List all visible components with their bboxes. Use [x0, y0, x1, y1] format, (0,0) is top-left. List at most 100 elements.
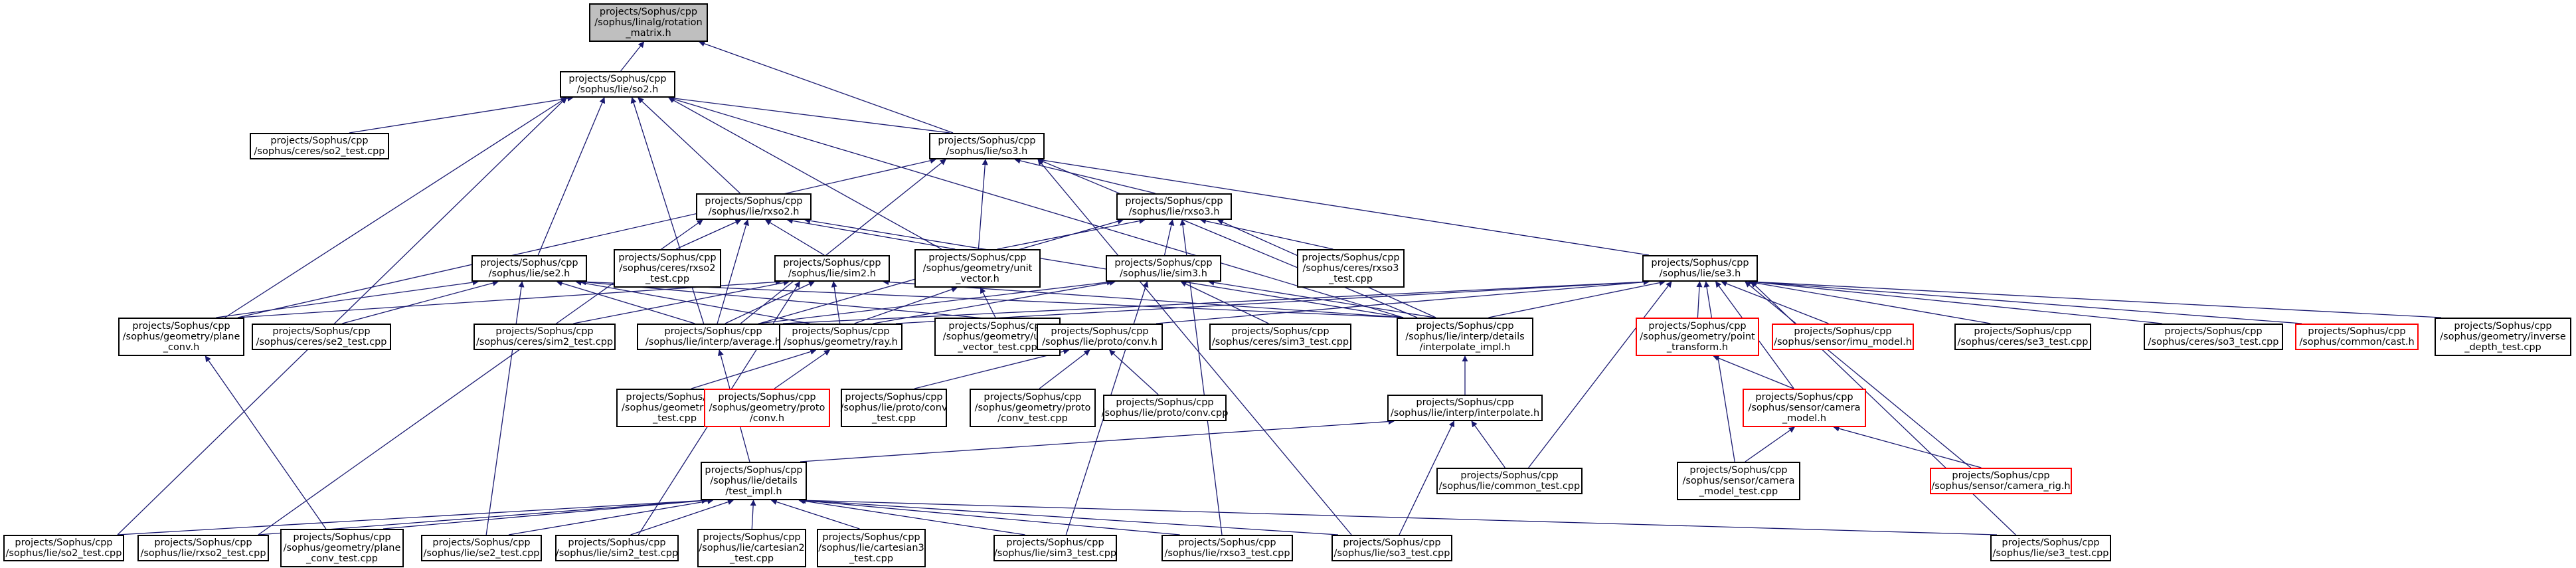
edge-rotation_matrix-to-so3_h [699, 41, 954, 134]
node-lie-so3-test-cpp[interactable]: projects/Sophus/cpp/sophus/lie/so3_test.… [1331, 535, 1452, 561]
edge-se3_h-to-point_transform_h [1696, 281, 1703, 318]
node-interp-interpolate-h[interactable]: projects/Sophus/cpp/sophus/lie/interp/in… [1387, 395, 1543, 421]
node-geometry-plane-conv-test-cpp[interactable]: projects/Sophus/cpp/sophus/geometry/plan… [280, 529, 404, 567]
node-ceres-rxso2-test-cpp[interactable]: projects/Sophus/cpp/sophus/ceres/rxso2_t… [614, 249, 721, 288]
node-label-line: /sophus/lie/so2_test.cpp [5, 548, 122, 559]
node-label-line: /sophus/lie/so2.h [576, 84, 659, 95]
edge-ray_h-to-geometry_proto_conv_h [774, 349, 831, 389]
node-so2-h[interactable]: projects/Sophus/cpp/sophus/lie/so2.h [560, 71, 675, 98]
node-label-line: /sophus/lie/proto/conv.cpp [1101, 408, 1229, 419]
node-lie-details-test-impl-h[interactable]: projects/Sophus/cpp/sophus/lie/details/t… [701, 462, 807, 500]
edge-interpolate_h-to-so3_test [1399, 421, 1455, 535]
node-so3-h[interactable]: projects/Sophus/cpp/sophus/lie/so3.h [929, 133, 1045, 159]
node-ceres-so3-test-cpp[interactable]: projects/Sophus/cpp/sophus/ceres/so3_tes… [2144, 324, 2283, 350]
node-label-line: _vector_test.cpp [958, 342, 1037, 353]
node-label-line: /sophus/geometry/point [1640, 331, 1755, 342]
node-lie-common-test-cpp[interactable]: projects/Sophus/cpp/sophus/lie/common_te… [1436, 468, 1583, 494]
node-lie-se2-test-cpp[interactable]: projects/Sophus/cpp/sophus/lie/se2_test.… [421, 535, 542, 561]
edge-rotation_matrix-to-so2_h [620, 41, 645, 72]
node-label-line: /sophus/ceres/se3_test.cpp [1957, 337, 2089, 347]
node-interp-average-h[interactable]: projects/Sophus/cpp/sophus/lie/interp/av… [637, 324, 790, 350]
node-lie-proto-conv-cpp[interactable]: projects/Sophus/cpp/sophus/lie/proto/con… [1101, 395, 1229, 421]
node-label-line: projects/Sophus/cpp [1231, 326, 1330, 337]
node-lie-proto-conv-h[interactable]: projects/Sophus/cpp/sophus/lie/proto/con… [1037, 324, 1163, 350]
node-geometry-inverse-depth-test-cpp[interactable]: projects/Sophus/cpp/sophus/geometry/inve… [2435, 318, 2571, 356]
node-lie-cartesian3-test-cpp[interactable]: projects/Sophus/cpp/sophus/lie/cartesian… [817, 529, 926, 567]
node-lie-so2-test-cpp[interactable]: projects/Sophus/cpp/sophus/lie/so2_test.… [3, 535, 124, 561]
edge-se3_h-to-inverse_depth_test [1751, 278, 2442, 318]
node-geometry-unit-vector-h[interactable]: projects/Sophus/cpp/sophus/geometry/unit… [914, 249, 1041, 288]
edge-so2_h-to-so2_test [117, 97, 567, 535]
node-sim2-h[interactable]: projects/Sophus/cpp/sophus/lie/sim2.h [774, 255, 890, 282]
edge-se3_h-to-ceres_so3_test [1751, 279, 2162, 324]
node-rxso3-h[interactable]: projects/Sophus/cpp/sophus/lie/rxso3.h [1116, 193, 1232, 220]
node-se2-h[interactable]: projects/Sophus/cpp/sophus/lie/se2.h [472, 255, 587, 282]
node-label-line: /sophus/ceres/rxso3 [1302, 263, 1399, 274]
node-label-line: projects/Sophus/cpp [948, 321, 1047, 331]
edge-test_impl_h-to-sim3_test [798, 498, 1025, 535]
node-label-line: /sophus/lie/sim2.h [788, 268, 876, 279]
node-label-line: /sophus/lie/sim3.h [1120, 268, 1207, 279]
node-label-line: projects/Sophus/cpp [2454, 321, 2552, 331]
node-ceres-sim3-test-cpp[interactable]: projects/Sophus/cpp/sophus/ceres/sim3_te… [1209, 324, 1351, 350]
node-label-line: /sophus/lie/common_test.cpp [1438, 481, 1581, 492]
node-ceres-rxso3-test-cpp[interactable]: projects/Sophus/cpp/sophus/ceres/rxso3_t… [1297, 249, 1405, 288]
node-label-line: projects/Sophus/cpp [568, 74, 667, 84]
node-label-line: /sophus/sensor/camera_rig.h [1931, 481, 2071, 492]
node-sensor-camera-model-test-cpp[interactable]: projects/Sophus/cpp/sophus/sensor/camera… [1677, 462, 1800, 500]
node-label-line: /sophus/lie/se2.h [488, 268, 570, 279]
node-label-line: /sophus/ceres/so2_test.cpp [254, 146, 385, 157]
node-rxso2-h[interactable]: projects/Sophus/cpp/sophus/lie/rxso2.h [696, 193, 812, 220]
node-label-line: projects/Sophus/cpp [2002, 537, 2100, 548]
node-ceres-se2-test-cpp[interactable]: projects/Sophus/cpp/sophus/ceres/se2_tes… [252, 324, 391, 350]
node-lie-rxso3-test-cpp[interactable]: projects/Sophus/cpp/sophus/lie/rxso3_tes… [1161, 535, 1293, 561]
edge-se2_h-to-plane_conv_h [216, 279, 479, 318]
node-interp-details-interpolate-impl-h[interactable]: projects/Sophus/cpp/sophus/lie/interp/de… [1397, 318, 1533, 356]
node-lie-proto-conv-test-cpp[interactable]: projects/Sophus/cpp/sophus/lie/proto/con… [841, 389, 948, 427]
node-label-line: projects/Sophus/cpp [599, 7, 698, 17]
edge-so3_h-to-rxso3_h [1014, 157, 1156, 194]
node-common-cast-h[interactable]: projects/Sophus/cpp/sophus/common/cast.h [2295, 324, 2419, 350]
node-lie-sim3-test-cpp[interactable]: projects/Sophus/cpp/sophus/lie/sim3_test… [993, 535, 1117, 561]
node-label-line: _test.cpp [645, 274, 690, 284]
node-label-line: /sophus/lie/details [710, 476, 798, 486]
node-ceres-se3-test-cpp[interactable]: projects/Sophus/cpp/sophus/ceres/se3_tes… [1954, 324, 2091, 350]
node-label-line: _test.cpp [849, 553, 894, 564]
node-geometry-proto-conv-test-cpp[interactable]: projects/Sophus/cpp/sophus/geometry/prot… [970, 389, 1096, 427]
node-label-line: projects/Sophus/cpp [154, 537, 252, 548]
node-geometry-proto-conv-h[interactable]: projects/Sophus/cpp/sophus/geometry/prot… [704, 389, 830, 427]
node-lie-cartesian2-test-cpp[interactable]: projects/Sophus/cpp/sophus/lie/cartesian… [697, 529, 806, 567]
edge-se3_h-to-camera_model_test [1703, 281, 1735, 462]
edge-so2_h-to-ceres_so2_test [349, 95, 574, 134]
node-geometry-ray-h[interactable]: projects/Sophus/cpp/sophus/geometry/ray.… [779, 324, 902, 350]
edge-se3_h-to-imu_model_h [1721, 280, 1829, 324]
node-lie-se3-test-cpp[interactable]: projects/Sophus/cpp/sophus/lie/se3_test.… [1990, 535, 2111, 561]
node-label-line: projects/Sophus/cpp [664, 326, 762, 337]
node-ceres-sim2-test-cpp[interactable]: projects/Sophus/cpp/sophus/ceres/sim2_te… [473, 324, 616, 350]
node-label-line: projects/Sophus/cpp [1416, 321, 1514, 331]
node-lie-rxso2-test-cpp[interactable]: projects/Sophus/cpp/sophus/lie/rxso2_tes… [137, 535, 269, 561]
node-sensor-imu-model-h[interactable]: projects/Sophus/cpp/sophus/sensor/imu_mo… [1772, 324, 1914, 350]
node-se3-h[interactable]: projects/Sophus/cpp/sophus/lie/se3.h [1642, 255, 1758, 282]
edge-se3_h-to-ceres_se3_test [1748, 279, 1991, 324]
node-label-line: projects/Sophus/cpp [845, 392, 943, 403]
edge-test_impl_h-to-so3_test [800, 497, 1339, 535]
node-label-line: /sophus/sensor/camera [1748, 403, 1861, 413]
node-geometry-plane-conv-h[interactable]: projects/Sophus/cpp/sophus/geometry/plan… [118, 318, 244, 356]
node-sensor-camera-rig-h[interactable]: projects/Sophus/cpp/sophus/sensor/camera… [1930, 468, 2072, 494]
node-label-line: projects/Sophus/cpp [568, 537, 666, 548]
node-geometry-point-transform-h[interactable]: projects/Sophus/cpp/sophus/geometry/poin… [1636, 318, 1759, 356]
node-label-line: projects/Sophus/cpp [783, 258, 881, 268]
node-sim3-h[interactable]: projects/Sophus/cpp/sophus/lie/sim3.h [1106, 255, 1221, 282]
node-label-line: projects/Sophus/cpp [15, 537, 113, 548]
node-sensor-camera-model-h[interactable]: projects/Sophus/cpp/sophus/sensor/camera… [1743, 389, 1866, 427]
node-label-line: /sophus/lie/rxso2.h [708, 207, 800, 217]
edge-test_impl_h-to-cartesian3_test [770, 499, 860, 529]
edge-sim2_h-to-ray_h [831, 281, 841, 324]
node-label-line: projects/Sophus/cpp [1651, 258, 1749, 268]
edge-unit_vector_h-to-ray_h [854, 286, 958, 324]
node-ceres-so2-test-cpp[interactable]: projects/Sophus/cpp/sophus/ceres/so2_tes… [250, 133, 389, 159]
node-label-line: /sophus/geometry/plane [122, 331, 240, 342]
node-lie-sim2-test-cpp[interactable]: projects/Sophus/cpp/sophus/lie/sim2_test… [555, 535, 679, 561]
